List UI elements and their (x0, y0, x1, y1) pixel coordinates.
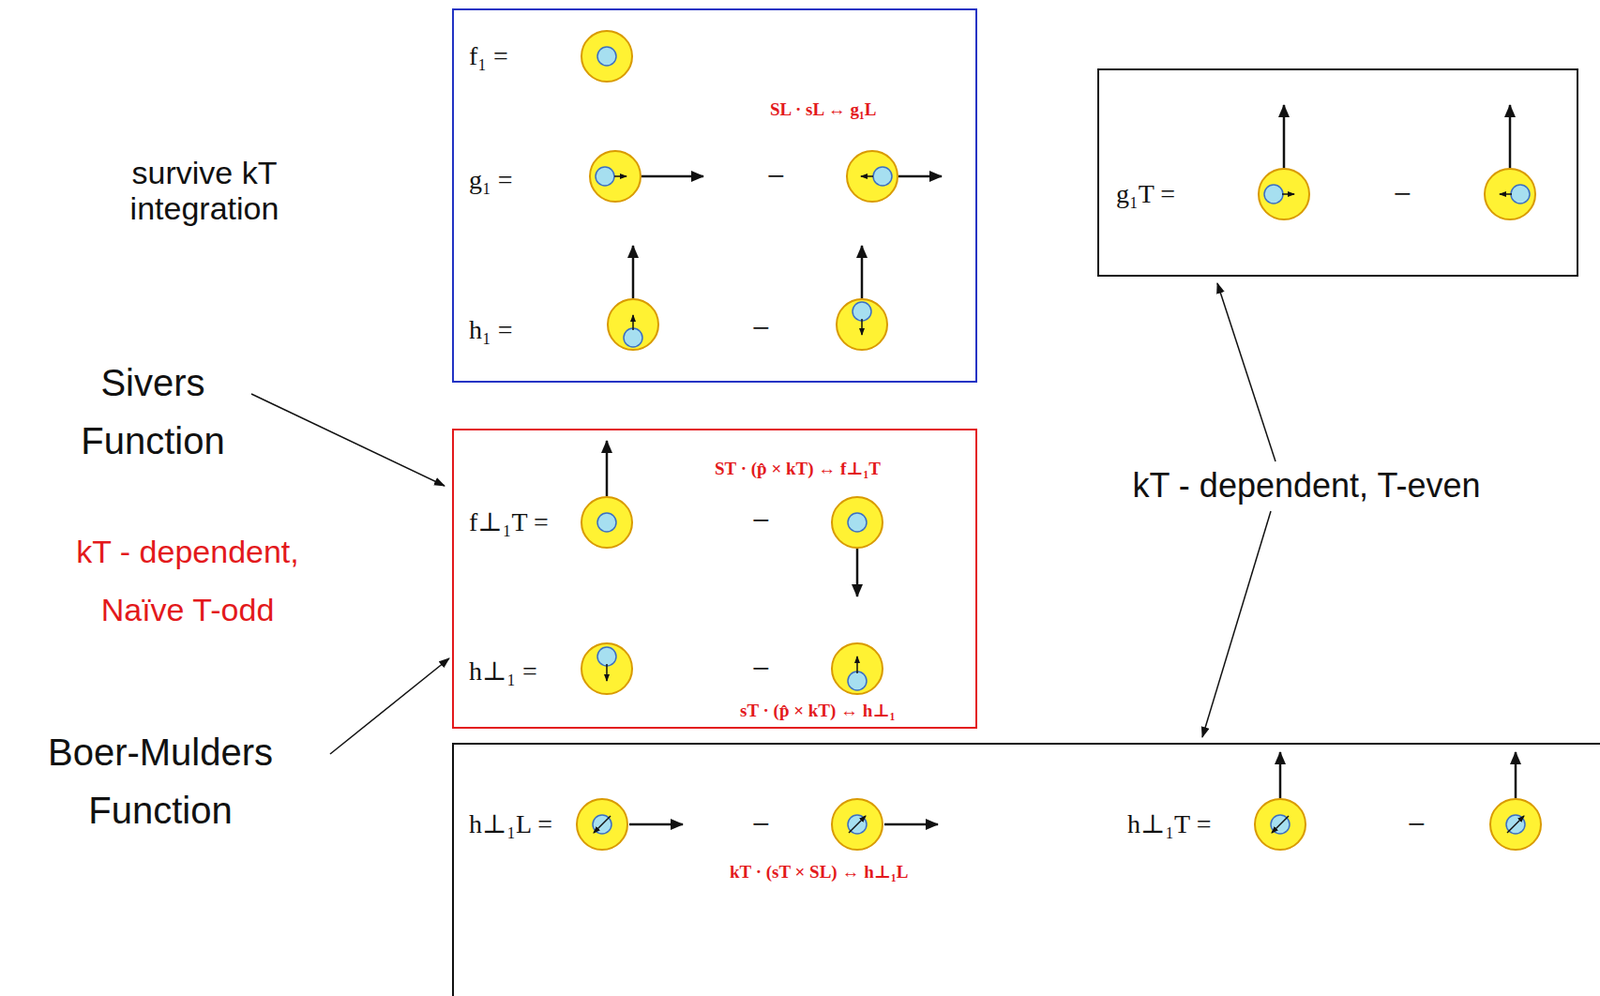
pdf-formula: h₁ = (468, 315, 514, 346)
nucleon-ball (831, 799, 883, 850)
minus-sign: − (751, 501, 770, 539)
quark-spin-arrow (1282, 193, 1295, 196)
leader-arrow (1217, 283, 1276, 462)
nucleon-ball (1490, 799, 1541, 850)
nucleon-spin-arrow (605, 440, 609, 497)
quark-core (873, 166, 892, 186)
nucleon-ball (831, 497, 883, 548)
nucleon-ball (589, 150, 641, 202)
pdf-formula: g₁T = (1116, 179, 1176, 210)
quark-core (847, 513, 867, 532)
leader-arrow (330, 658, 450, 755)
nucleon-ball (581, 643, 633, 695)
minus-sign: − (751, 309, 770, 347)
quark-core (852, 301, 872, 321)
quark-core (595, 166, 615, 186)
quark-spin-arrow (593, 815, 611, 833)
nucleon-ball (831, 643, 883, 695)
quark-spin-arrow (856, 656, 859, 674)
quark-core (1270, 815, 1290, 834)
pdf-formula: h⊥₁T = (1127, 809, 1211, 840)
quark-spin-arrow (1271, 815, 1289, 833)
minus-sign: − (766, 157, 785, 195)
quark-core (592, 815, 612, 834)
nucleon-ball (576, 799, 628, 850)
leader-arrow (1202, 511, 1271, 738)
minus-sign: − (751, 805, 770, 843)
quark-core (847, 815, 867, 834)
t-even-box: h⊥₁L = − kT · (sT × SL) ↔ h⊥₁L h⊥₁T = − (452, 742, 1600, 996)
nucleon-ball (581, 30, 633, 82)
quark-spin-arrow (1499, 193, 1512, 196)
nucleon-spin-arrow (641, 175, 704, 179)
note-label: survive kT integration (82, 154, 327, 227)
nucleon-spin-arrow (629, 823, 683, 827)
nucleon-spin-arrow (856, 548, 860, 597)
leader-arrow (251, 393, 445, 486)
t-even-box: g₁T = − (1097, 68, 1579, 277)
nucleon-ball (581, 497, 633, 548)
pdf-formula: f⊥₁T = (468, 507, 549, 538)
quark-spin-arrow (632, 315, 634, 331)
minus-sign: − (1406, 805, 1425, 843)
nucleon-spin-arrow (860, 245, 864, 299)
function-name: Sivers Function (30, 353, 275, 470)
minus-sign: − (1392, 175, 1411, 212)
property-label: kT - dependent, (28, 532, 348, 571)
function-name: Boer-Mulders Function (10, 723, 311, 840)
pdf-formula: f₁ = (468, 41, 509, 72)
property-label: kT - dependent, T-even (1071, 466, 1541, 506)
nucleon-ball (607, 299, 659, 350)
nucleon-ball (836, 299, 888, 350)
quark-core (1510, 184, 1530, 204)
nucleon-spin-arrow (884, 823, 938, 827)
quark-spin-arrow (848, 815, 866, 833)
minus-sign: − (751, 649, 770, 687)
property-label: Naïve T-odd (28, 590, 348, 629)
nucleon-spin-arrow (632, 245, 635, 299)
nucleon-spin-arrow (898, 175, 942, 179)
t-odd-box: f⊥₁T = ST · (p̂ × kT) ↔ f⊥₁T − h⊥₁ = − sT · (… (452, 428, 978, 729)
correlation-formula: ST · (p̂ × kT) ↔ f⊥₁T (714, 458, 881, 480)
nucleon-spin-arrow (1514, 752, 1518, 799)
nucleon-spin-arrow (1279, 752, 1283, 799)
quark-spin-arrow (860, 175, 874, 178)
pdf-formula: h⊥₁ = (468, 656, 538, 687)
pdf-formula: h⊥₁L = (468, 809, 553, 840)
quark-core (597, 647, 617, 666)
quark-spin-arrow (605, 664, 608, 681)
quark-core (1264, 184, 1284, 204)
quark-core (597, 46, 617, 66)
nucleon-ball (846, 150, 898, 202)
correlation-formula: SL · sL ↔ g₁L (769, 99, 876, 121)
pdf-formula: g₁ = (468, 165, 514, 196)
nucleon-ball (1484, 168, 1536, 220)
quark-spin-arrow (860, 318, 863, 335)
nucleon-ball (1254, 799, 1306, 850)
nucleon-spin-arrow (1509, 105, 1512, 168)
quark-core (597, 513, 617, 532)
nucleon-spin-arrow (1283, 105, 1286, 168)
integrated-pdf-box: f₁ = SL · sL ↔ g₁L g₁ = − h₁ = − (452, 8, 978, 383)
quark-spin-arrow (1507, 815, 1525, 833)
quark-spin-arrow (614, 175, 627, 178)
correlation-formula: kT · (sT × SL) ↔ h⊥₁L (729, 861, 908, 883)
nucleon-ball (1258, 168, 1310, 220)
quark-core (1506, 815, 1525, 834)
correlation-formula: sT · (p̂ × kT) ↔ h⊥₁ (739, 700, 895, 722)
quark-core (623, 328, 643, 348)
quark-core (847, 671, 867, 691)
